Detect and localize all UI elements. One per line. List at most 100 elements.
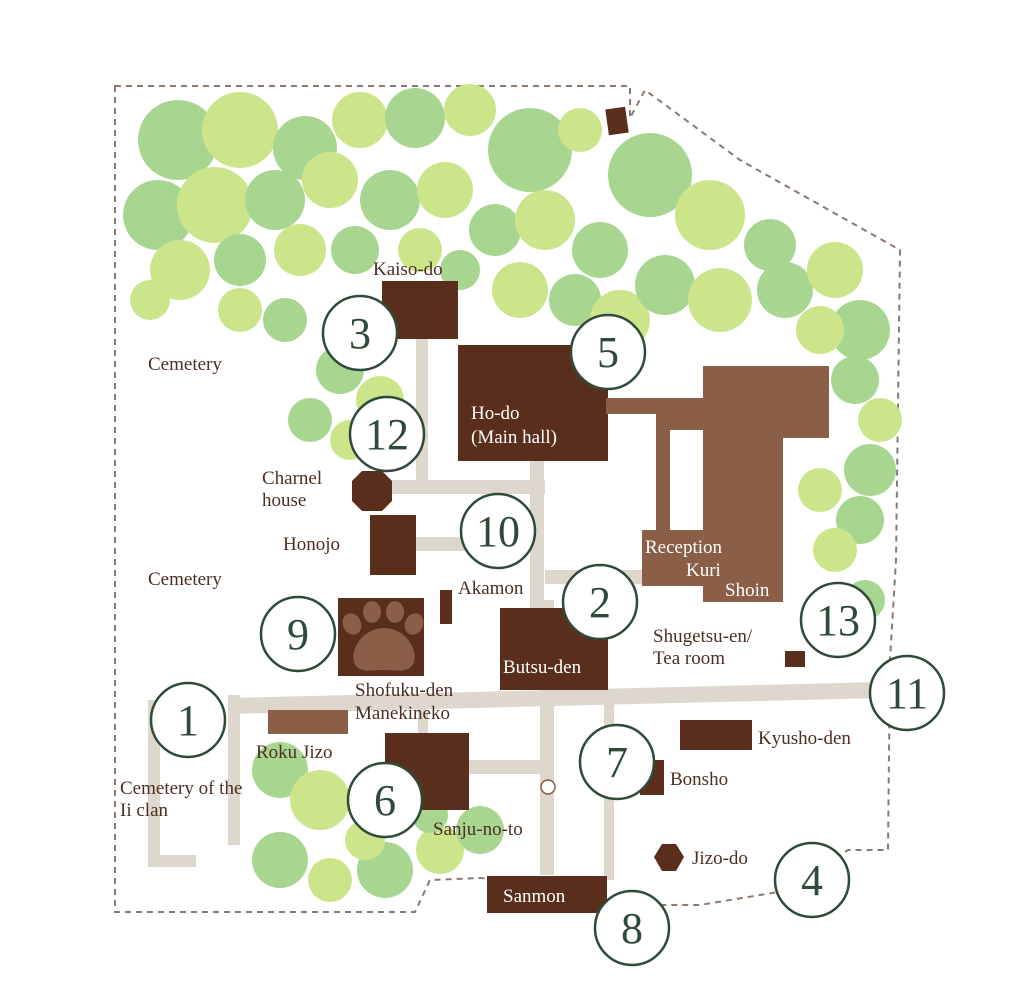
label-jizo-do: Jizo-do <box>692 848 748 869</box>
tree-icon <box>798 468 842 512</box>
tree-icon <box>807 242 863 298</box>
label-sanmon: Sanmon <box>503 886 566 907</box>
marker-13[interactable]: 13 <box>799 581 877 659</box>
tree-icon <box>608 133 692 217</box>
marker-number: 10 <box>476 507 520 556</box>
tree-icon <box>688 268 752 332</box>
building-honojo <box>370 515 416 575</box>
tree-icon <box>274 224 326 276</box>
tree-icon <box>214 234 266 286</box>
marker-circle <box>578 723 656 801</box>
label-roku-jizo: Roku Jizo <box>256 742 333 763</box>
marker-circle <box>593 889 671 967</box>
marker-12[interactable]: 12 <box>348 395 426 473</box>
building-jizo-do <box>654 844 684 871</box>
tree-icon <box>813 528 857 572</box>
tree-icon <box>492 262 548 318</box>
tree-icon <box>572 222 628 278</box>
tree-icon <box>635 255 695 315</box>
marker-circle <box>321 294 399 372</box>
tree-icon <box>416 826 464 874</box>
tree-icon <box>488 108 572 192</box>
tree-icon <box>138 100 218 180</box>
tree-icon <box>331 226 379 274</box>
tree-icon <box>444 84 496 136</box>
tree-icon <box>757 262 813 318</box>
tree-icon <box>360 170 420 230</box>
building-charnel-house <box>352 471 392 511</box>
tree-icon <box>515 190 575 250</box>
building-akamon <box>440 590 452 624</box>
tree-icon <box>385 88 445 148</box>
marker-6[interactable]: 6 <box>346 761 424 839</box>
tree-icon <box>417 162 473 218</box>
label-bonsho: Bonsho <box>670 769 728 790</box>
marker-5[interactable]: 5 <box>569 313 647 391</box>
tree-icon <box>290 770 350 830</box>
tree-icon <box>177 167 253 243</box>
label-house: house <box>262 490 306 511</box>
marker-9[interactable]: 9 <box>259 595 337 673</box>
tree-icon <box>744 219 796 271</box>
marker-circle <box>569 313 647 391</box>
marker-10[interactable]: 10 <box>459 492 537 570</box>
label-akamon: Akamon <box>458 578 524 599</box>
small-marker-circle <box>540 779 556 795</box>
tree-icon <box>398 228 442 272</box>
marker-circle <box>868 654 946 732</box>
tree-icon <box>456 806 504 854</box>
label-main-hall: (Main hall) <box>471 427 557 448</box>
tree-icon <box>675 180 745 250</box>
tree-icon <box>252 832 308 888</box>
marker-number: 6 <box>374 776 396 825</box>
label-manekineko: Manekineko <box>355 703 450 724</box>
tree-icon <box>263 298 307 342</box>
tree-icon <box>830 300 890 360</box>
tree-icon <box>469 204 521 256</box>
marker-circle <box>773 841 851 919</box>
marker-number: 3 <box>349 309 371 358</box>
building-kyusho-den <box>680 720 752 750</box>
walkways <box>148 335 881 880</box>
label-shoin: Shoin <box>725 580 770 601</box>
marker-circle <box>561 563 639 641</box>
label-kuri: Kuri <box>686 560 721 581</box>
label-sanju-no-to: Sanju-no-to <box>433 819 523 840</box>
building-sanmon <box>487 876 607 913</box>
tree-icon <box>844 444 896 496</box>
label-ho-do: Ho-do <box>471 403 520 424</box>
tree-icon <box>202 92 278 168</box>
marker-number: 12 <box>365 410 409 459</box>
label-kyusho-den: Kyusho-den <box>758 728 851 749</box>
marker-4[interactable]: 4 <box>773 841 851 919</box>
tree-icon <box>252 742 308 798</box>
marker-circle <box>259 595 337 673</box>
marker-circle <box>348 395 426 473</box>
marker-11[interactable]: 11 <box>868 654 946 732</box>
marker-number: 4 <box>801 856 823 905</box>
label-kaiso-do: Kaiso-do <box>373 259 443 280</box>
tree-icon <box>831 356 879 404</box>
marker-8[interactable]: 8 <box>593 889 671 967</box>
marker-number: 5 <box>597 328 619 377</box>
label-shugetsu-en: Shugetsu-en/ <box>653 626 753 647</box>
marker-circle <box>346 761 424 839</box>
tree-icon <box>218 288 262 332</box>
building-north-shrine <box>605 106 629 136</box>
tree-icon <box>123 180 193 250</box>
marker-2[interactable]: 2 <box>561 563 639 641</box>
tree-icon <box>558 108 602 152</box>
marker-7[interactable]: 7 <box>578 723 656 801</box>
label-shofuku-den: Shofuku-den <box>355 680 454 701</box>
reception-complex <box>268 366 829 734</box>
label-reception: Reception <box>645 537 723 558</box>
tree-icon <box>130 280 170 320</box>
label-cemetery-mid: Cemetery <box>148 569 222 590</box>
label-charnel: Charnel <box>262 468 322 489</box>
tree-icon <box>150 240 210 300</box>
marker-3[interactable]: 3 <box>321 294 399 372</box>
marker-circle <box>459 492 537 570</box>
marker-1[interactable]: 1 <box>149 681 227 759</box>
